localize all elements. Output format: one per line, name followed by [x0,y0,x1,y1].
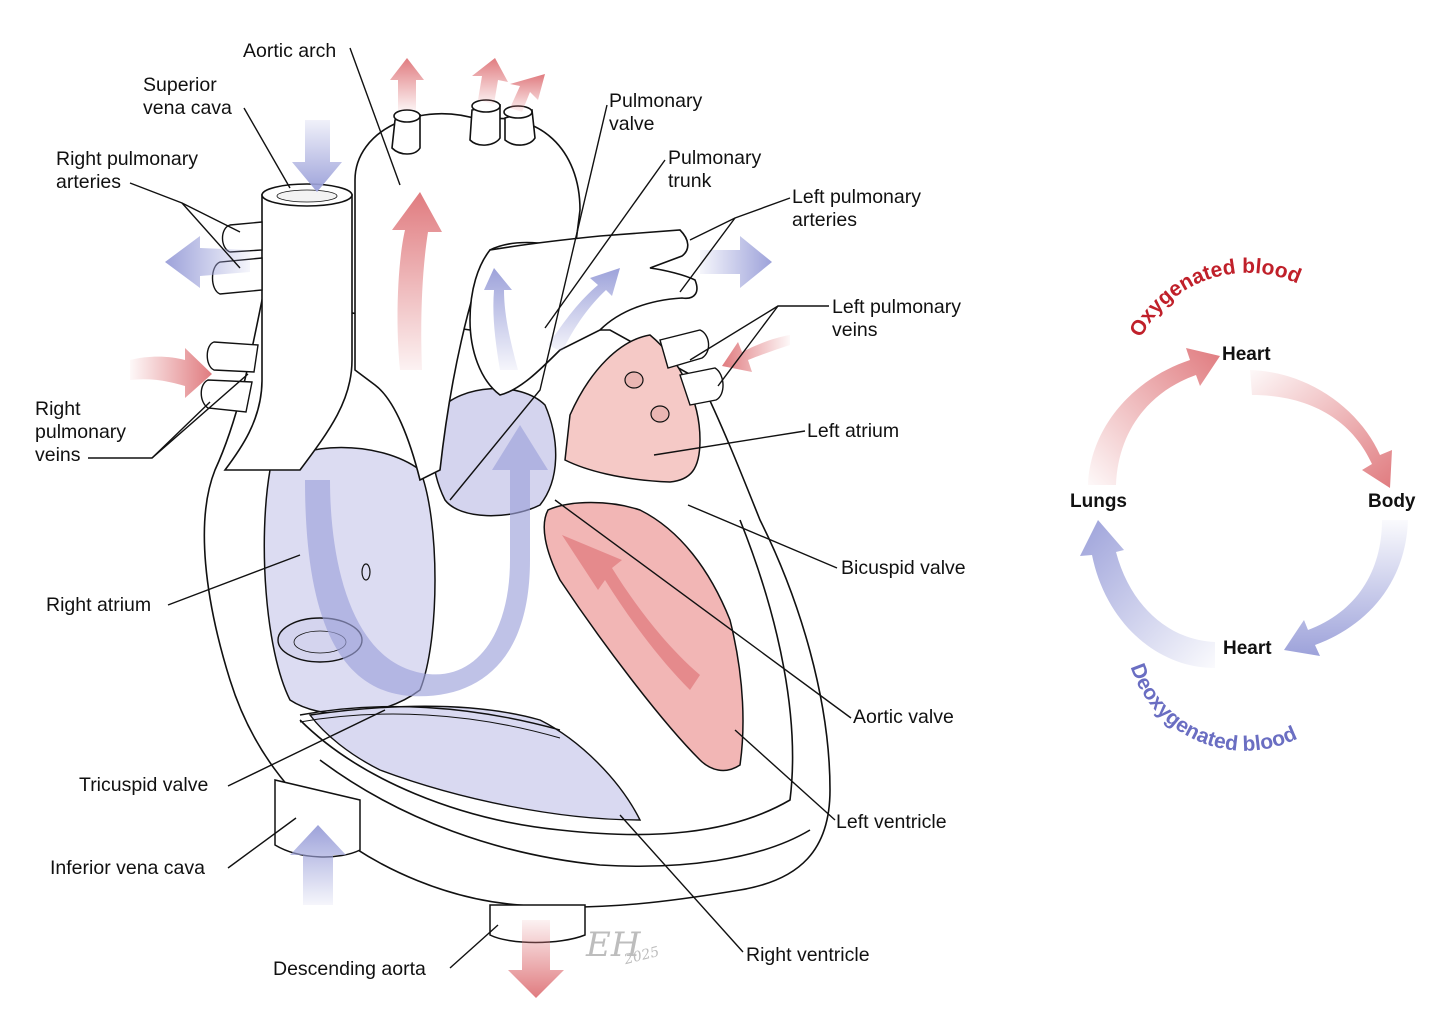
signature-initials: EH [586,925,641,965]
cycle-node-body: Body [1368,491,1416,512]
right-heart-u-arrow [305,425,548,697]
label-inferior-vena-cava: Inferior vena cava [50,857,206,879]
cycle-node-heart-top: Heart [1222,344,1271,365]
label-left-pulmonary-veins: Left pulmonary veins [832,296,961,341]
label-right-pulmonary-arteries: Right pulmonary arteries [56,148,198,193]
ivc-inflow-arrow [290,825,346,905]
label-left-ventricle: Left ventricle [836,811,947,833]
label-bicuspid-valve: Bicuspid valve [841,557,966,579]
left-ventricle-arrow [562,535,700,690]
descending-aorta-arrow [508,920,564,998]
cycle-node-lungs: Lungs [1070,491,1127,512]
right-pulmonary-artery-outflow-arrow [165,236,250,288]
label-superior-vena-cava: Superior vena cava [143,74,232,119]
label-right-ventricle: Right ventricle [746,944,870,966]
label-left-pulmonary-arteries: Left pulmonary arteries [792,186,921,231]
right-pulmonary-vein-inflow-arrow [130,348,212,398]
label-pulmonary-trunk: Pulmonary trunk [668,147,762,192]
pulmonary-trunk-arrow-right [548,268,620,352]
left-pulmonary-vein-inflow-arrow [722,335,790,372]
leader-lines [88,47,852,969]
left-pulmonary-artery-outflow-arrow [700,236,772,288]
label-aortic-arch: Aortic arch [243,40,337,62]
aorta-outflow-arrow [392,192,442,370]
cycle-node-heart-bottom: Heart [1223,638,1272,659]
left-atrium-shape [564,334,701,483]
label-right-pulmonary-veins: Right pulmonary veins [35,398,127,466]
label-left-atrium: Left atrium [807,420,900,442]
svc-inflow-arrow [292,120,342,192]
flow-arrows [130,58,790,998]
aortic-branch-arrow-3 [510,74,545,112]
label-descending-aorta: Descending aorta [273,958,426,980]
right-ventricle-shape [308,705,642,821]
superior-vena-cava-shape [223,183,353,471]
left-pulmonary-vein-stubs [659,329,724,406]
label-tricuspid-valve: Tricuspid valve [79,774,209,796]
pulmonary-trunk-arrow-left [484,268,518,370]
aortic-branch-arrow-2 [472,58,508,104]
label-pulmonary-valve: Pulmonary valve [609,90,703,135]
label-right-atrium: Right atrium [46,594,152,616]
label-aortic-valve: Aortic valve [853,706,954,728]
aortic-branch-arrow-1 [390,58,424,110]
pulmonary-outflow-shape [432,387,557,517]
